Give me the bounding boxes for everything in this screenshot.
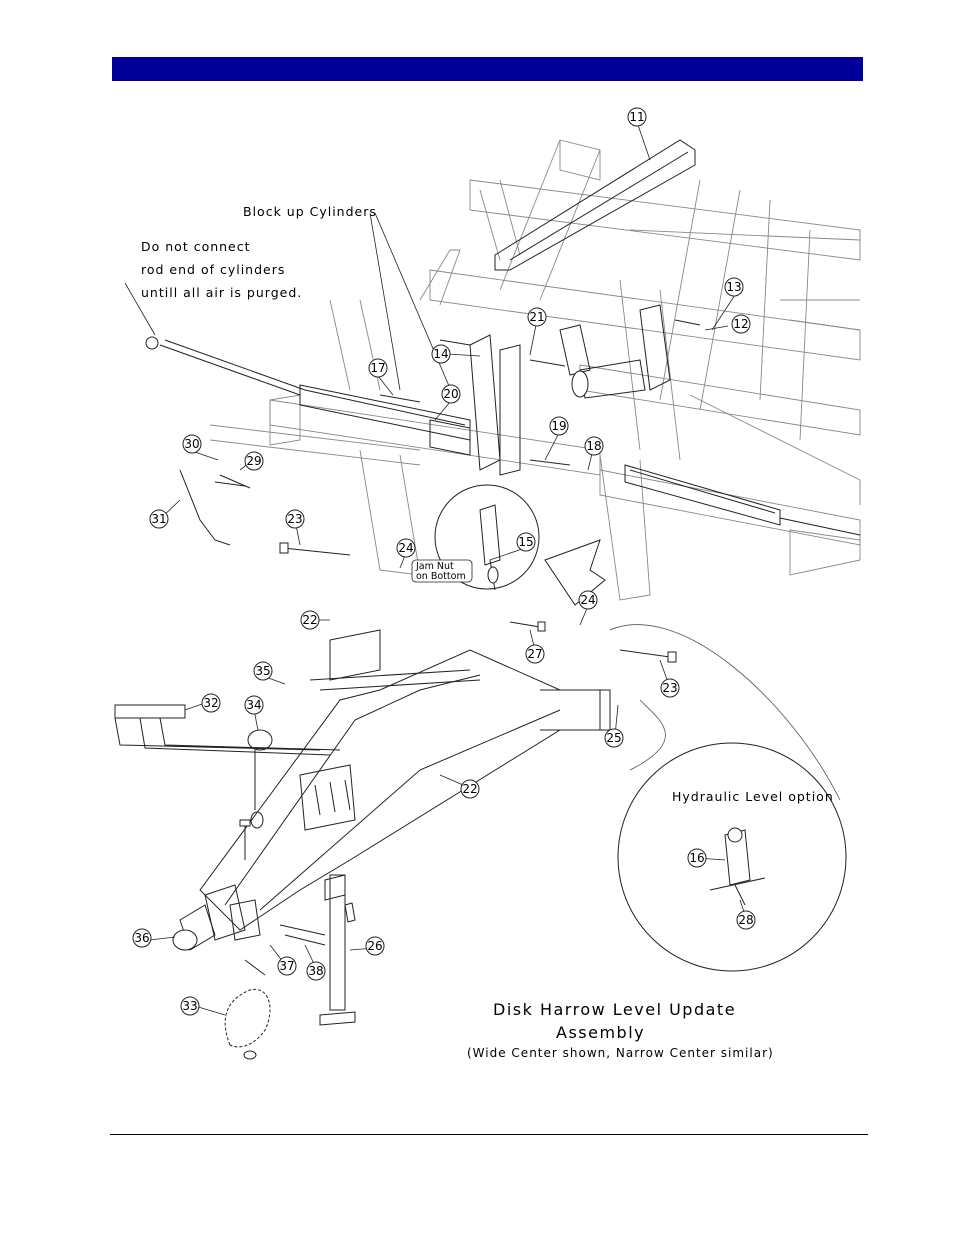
callout-24-right: 24 [578, 590, 598, 610]
svg-text:22: 22 [462, 782, 477, 796]
svg-text:17: 17 [370, 361, 385, 375]
callout-20: 20 [441, 384, 461, 404]
callout-12: 12 [731, 314, 751, 334]
svg-text:23: 23 [287, 512, 302, 526]
callout-26: 26 [365, 936, 385, 956]
svg-text:33: 33 [182, 999, 197, 1013]
svg-text:20: 20 [443, 387, 458, 401]
svg-text:13: 13 [726, 280, 741, 294]
svg-text:24: 24 [398, 541, 413, 555]
title-line-2: Assembly [556, 1023, 645, 1042]
hydraulic-cylinders [145, 336, 861, 536]
callout-15: 15 [516, 532, 536, 552]
hitch-coupler [172, 884, 261, 951]
note-connect-2: rod end of cylinders [141, 262, 285, 277]
callout-22-upper: 22 [300, 610, 320, 630]
direction-arrow [544, 539, 606, 606]
svg-text:29: 29 [246, 454, 261, 468]
note-hydraulic-option: Hydraulic Level option [672, 789, 834, 804]
svg-text:18: 18 [586, 439, 601, 453]
svg-text:32: 32 [203, 696, 218, 710]
callout-11: 11 [627, 107, 647, 127]
svg-text:23: 23 [662, 681, 677, 695]
svg-text:16: 16 [689, 851, 704, 865]
callout-30: 30 [182, 434, 202, 454]
callout-23-right: 23 [660, 678, 680, 698]
level-rod-32 [114, 469, 341, 756]
callout-23-left: 23 [285, 509, 305, 529]
callout-17: 17 [368, 358, 388, 378]
svg-text:26: 26 [367, 939, 382, 953]
arm-11 [494, 139, 696, 271]
title-line-1: Disk Harrow Level Update [493, 1000, 736, 1019]
callout-19: 19 [549, 416, 569, 436]
svg-text:24: 24 [580, 593, 595, 607]
svg-text:38: 38 [308, 964, 323, 978]
svg-text:11: 11 [629, 110, 644, 124]
svg-text:37: 37 [279, 959, 294, 973]
header-bar [112, 57, 863, 81]
callout-27: 27 [525, 644, 545, 664]
bolts [214, 319, 701, 946]
svg-text:28: 28 [738, 913, 753, 927]
diagram-title: Disk Harrow Level Update Assembly (Wide … [467, 1000, 774, 1060]
callout-28: 28 [736, 910, 756, 930]
svg-text:14: 14 [433, 347, 448, 361]
notes: Block up Cylinders Do not connect rod en… [141, 204, 834, 804]
svg-text:27: 27 [527, 647, 542, 661]
jam-nut-note-box [411, 559, 473, 583]
callout-31: 31 [149, 509, 169, 529]
callout-18: 18 [584, 436, 604, 456]
callout-16: 16 [687, 848, 707, 868]
callout-13: 13 [724, 277, 744, 297]
note-jam-nut-2: on Bottom [416, 571, 466, 582]
note-connect-3: untill all air is purged. [141, 285, 302, 300]
callout-32: 32 [201, 693, 221, 713]
callout-21: 21 [527, 307, 547, 327]
safety-chain [224, 959, 271, 1060]
note-jam-nut-1: Jam Nut [415, 561, 454, 572]
callouts: 11 13 12 21 14 17 20 19 18 30 29 31 23 1… [132, 107, 756, 1016]
pivot-brackets [469, 304, 671, 476]
callout-36: 36 [132, 928, 152, 948]
title-line-3: (Wide Center shown, Narrow Center simila… [467, 1046, 774, 1060]
svg-text:15: 15 [518, 535, 533, 549]
note-connect-1: Do not connect [141, 239, 251, 254]
callout-35: 35 [253, 661, 273, 681]
jack-stand [319, 874, 356, 1026]
callout-29: 29 [244, 451, 264, 471]
callout-22-lower: 22 [460, 779, 480, 799]
svg-text:34: 34 [246, 698, 261, 712]
note-block-up: Block up Cylinders [243, 204, 377, 219]
callout-38: 38 [306, 961, 326, 981]
svg-text:31: 31 [151, 512, 166, 526]
turnbuckle-34 [247, 729, 273, 829]
callout-33: 33 [180, 996, 200, 1016]
callout-25: 25 [604, 728, 624, 748]
svg-text:35: 35 [255, 664, 270, 678]
detail-circle-hydraulic [609, 624, 847, 972]
svg-text:22: 22 [302, 613, 317, 627]
svg-text:30: 30 [184, 437, 199, 451]
footer-rule [110, 1134, 868, 1135]
svg-text:36: 36 [134, 931, 149, 945]
svg-text:19: 19 [551, 419, 566, 433]
harrow-frame [209, 139, 861, 601]
callout-24-left: 24 [396, 538, 416, 558]
callout-37: 37 [277, 956, 297, 976]
detail-circle-center [434, 484, 540, 591]
hitch-tongue [199, 629, 611, 931]
svg-text:25: 25 [606, 731, 621, 745]
svg-text:12: 12 [733, 317, 748, 331]
svg-text:21: 21 [529, 310, 544, 324]
callout-34: 34 [244, 695, 264, 715]
callout-14: 14 [431, 344, 451, 364]
